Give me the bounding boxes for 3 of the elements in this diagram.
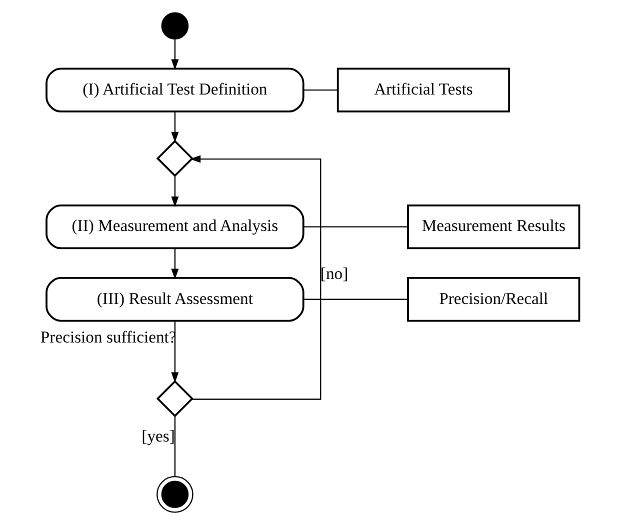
edge-label: [no] — [320, 264, 348, 283]
edge-label: Precision sufficient? — [40, 327, 176, 346]
edge-label: [yes] — [142, 426, 175, 446]
